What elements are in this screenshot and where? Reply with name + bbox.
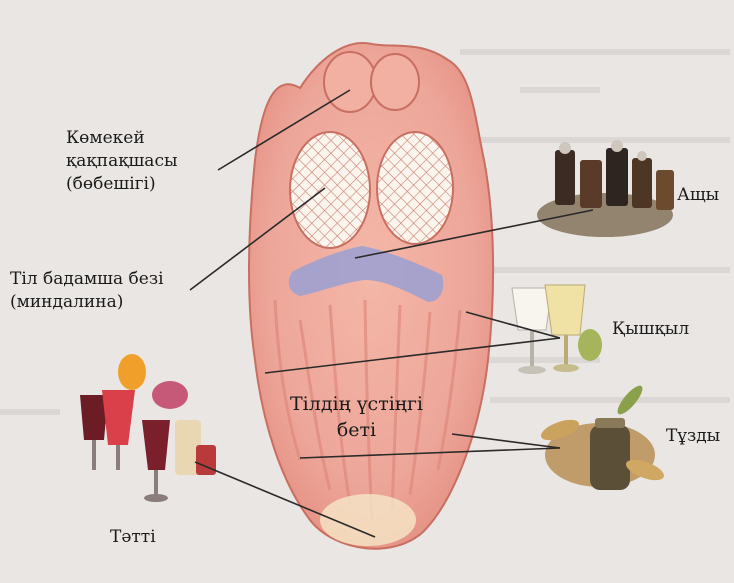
leader-lines [189, 89, 594, 538]
label-sweet: Тәтті [110, 527, 156, 547]
label-tongue-surface-line1: Тілдің үстіңгі [290, 393, 423, 415]
leader-sour-bottom [264, 337, 561, 374]
leader-bitter [354, 209, 594, 259]
label-sour: Қышқыл [612, 319, 690, 339]
page-background-text [0, 49, 730, 415]
salted-vegetables-image [541, 385, 664, 490]
epiglottis-right [370, 53, 420, 111]
leader-salty-bottom [299, 447, 561, 459]
bitter-taste-zone [288, 246, 444, 302]
label-bitter: Ащы [677, 185, 720, 205]
label-epiglottis-line1: Көмекей [66, 128, 145, 148]
leader-tonsil [189, 187, 326, 291]
cocktails-and-sweets-image [80, 354, 216, 502]
leader-sweet [194, 461, 376, 538]
tongue-illustration [247, 42, 495, 550]
leader-epiglottis [217, 89, 351, 171]
label-tonsil-line2: (миндалина) [10, 291, 124, 312]
spice-jars-image [537, 140, 674, 237]
tonsil-right [376, 131, 454, 245]
leader-sour-top [465, 311, 561, 339]
epiglottis-left [323, 51, 377, 113]
label-epiglottis-line3: (бөбешігі) [66, 173, 156, 194]
tonsil-left [289, 131, 371, 249]
label-epiglottis: Көмекей қақпақшасы (бөбешігі) [66, 127, 178, 196]
label-tongue-surface: Тілдің үстіңгі беті [290, 392, 423, 443]
glasses-of-drinks-image [511, 284, 602, 374]
label-epiglottis-line2: қақпақшасы [66, 150, 178, 171]
label-tongue-surface-line2: беті [336, 418, 377, 441]
sweet-taste-zone [320, 494, 416, 546]
leader-salty-top [451, 433, 561, 449]
label-tonsil-line1: Тіл бадамша безі [10, 269, 164, 289]
label-salty: Тұзды [666, 426, 721, 446]
label-tonsil: Тіл бадамша безі (миндалина) [10, 268, 164, 314]
